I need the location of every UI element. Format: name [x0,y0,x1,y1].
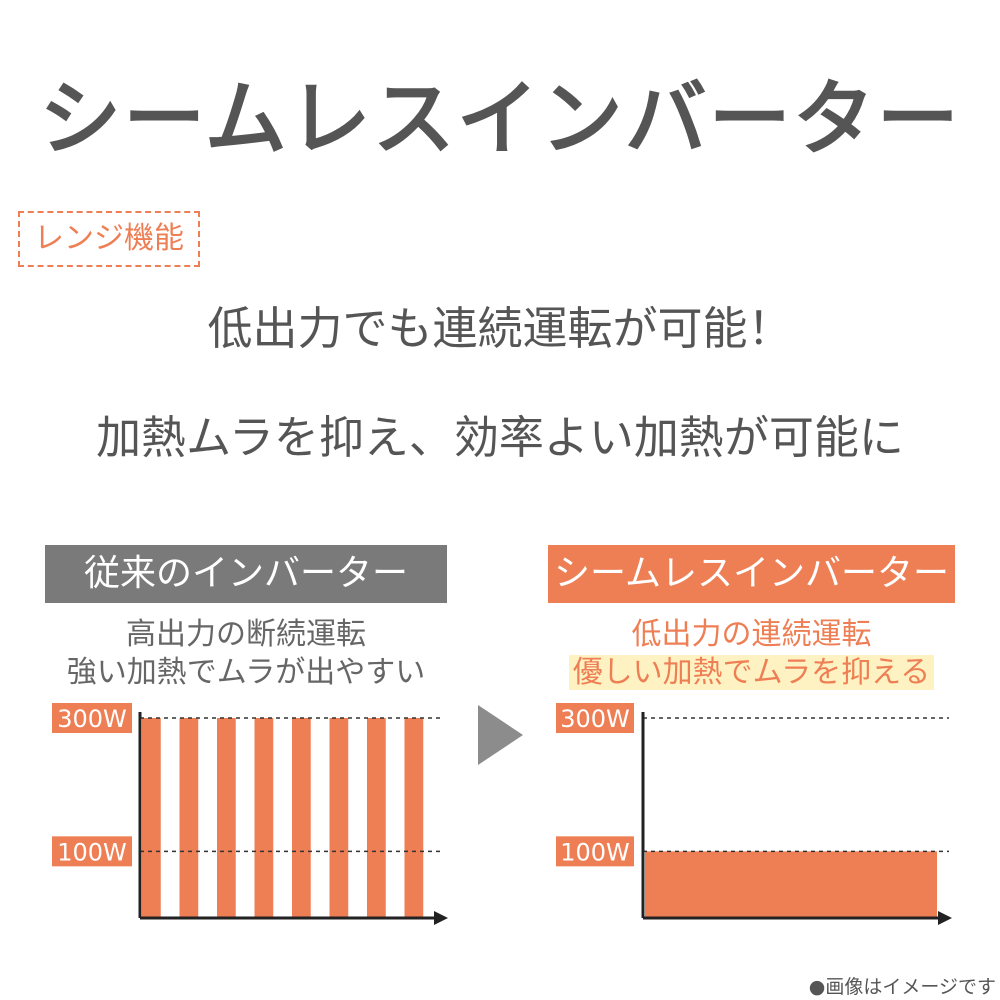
tick-label-bg [52,836,132,867]
right-panel-description: 低出力の連続運転 優しい加熱でムラを抑える [548,616,955,692]
triangle-right-icon [478,705,523,765]
left-desc-2: 強い加熱でムラが出やすい [66,655,426,690]
bar [292,718,311,918]
x-axis-arrow-icon [434,911,448,925]
area-fill [645,851,937,918]
tick-label-bg [52,703,132,733]
bar [142,718,161,918]
bar [217,718,236,918]
bar [367,718,386,918]
left-desc-1: 高出力の断続運転 [126,617,366,652]
left-panel-header: 従来のインバーター [45,545,447,603]
right-panel-header: シームレスインバーター [548,545,955,603]
comparison-charts: 300W 100W 300W 100W [52,703,952,925]
left-panel-description: 高出力の断続運転 強い加熱でムラが出やすい [45,616,447,692]
bar [329,718,349,918]
image-note: ●画像はイメージです [808,976,996,998]
x-axis-arrow-icon [938,911,952,925]
tick-label-bg [556,836,634,867]
tick-label: 300W [560,705,630,733]
tick-label-bg [556,703,634,733]
feature-tag: レンジ機能 [18,211,200,267]
right-desc-1: 低出力の連続運転 [631,617,872,652]
subtitle-1: 低出力でも連続運転が可能！ [207,302,793,355]
bar [254,718,274,918]
right-desc-2: 優しい加熱でムラを抑える [568,655,935,690]
bar [179,718,199,918]
bar [404,718,424,918]
chart-2: 300W 100W [556,703,952,925]
page-title: シームレスインバーター [39,72,961,167]
tick-label: 100W [560,838,630,866]
subtitle-2: 加熱ムラを抑え、効率よい加熱が可能に [96,411,904,464]
tick-label: 100W [57,838,127,866]
chart-1: 300W 100W [52,703,448,925]
tick-label: 300W [57,705,127,733]
